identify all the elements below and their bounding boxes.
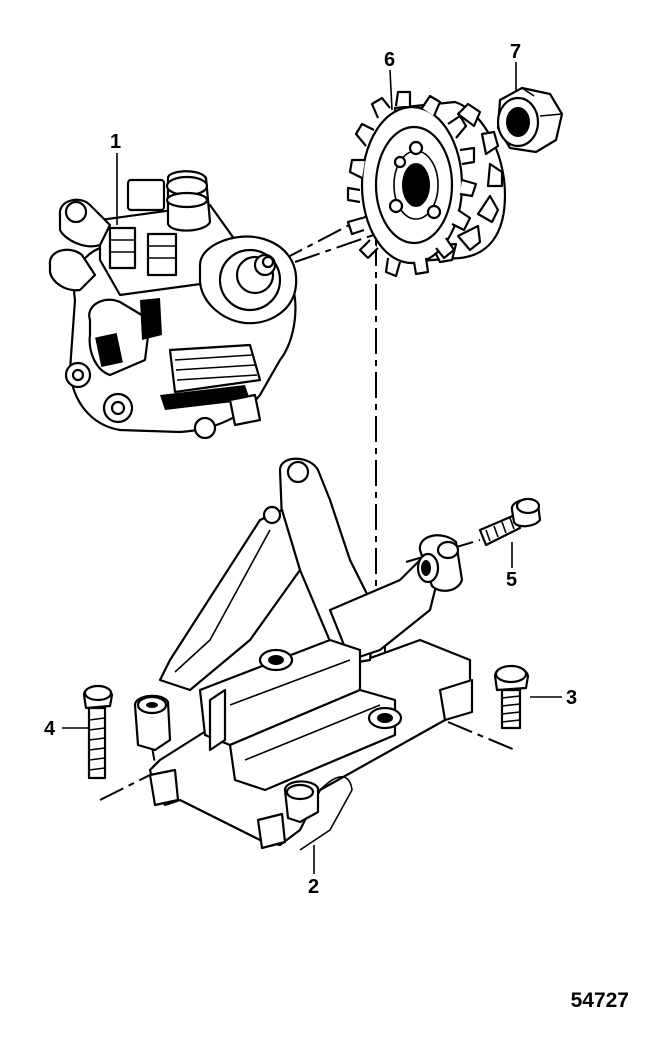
callout-3: 3 (566, 687, 577, 709)
callout-6: 6 (384, 49, 395, 71)
high-pressure-fuel-pump (48, 170, 298, 440)
mounting-bracket (133, 457, 474, 851)
sprocket-nut (496, 86, 564, 154)
pump-bolt (478, 497, 542, 547)
callout-4: 4 (44, 718, 56, 740)
callout-1: 1 (110, 131, 121, 153)
figure-number: 54727 (570, 989, 629, 1012)
callout-7: 7 (510, 41, 521, 63)
leader-lines (62, 62, 562, 874)
callout-2: 2 (308, 876, 319, 898)
bracket-screw-short (493, 664, 530, 730)
bracket-screw-long (82, 684, 114, 780)
drive-sprocket (346, 90, 507, 278)
callout-5: 5 (506, 569, 517, 591)
